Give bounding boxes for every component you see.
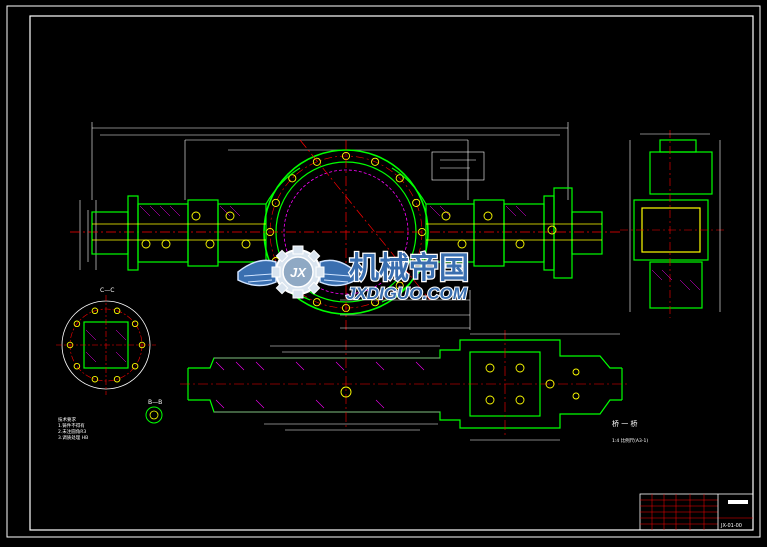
bolt-hole [395,174,404,183]
tech-note-2: 2.未注圆角R3 [58,428,86,435]
title-block: JX-01-00 [639,493,754,531]
tech-notes: 技术要求 1.铸件不得有 2.未注圆角R3 3.调质处理 HB [58,416,88,441]
center-lines [70,139,620,330]
section-a-note: 1:4 比例尺(A3-1) [612,437,648,444]
bolt-hole [73,362,81,370]
bolt-hole [371,157,380,166]
section-a-title: 桥 一 桥 [612,419,637,428]
watermark-cn-text: 机械帝国 [349,251,469,286]
bolt-hole [288,174,297,183]
bolt-hole [113,307,121,315]
section-c-view: C—C [56,287,156,395]
arm-hatching [139,205,527,217]
side-view [620,130,725,318]
logo-text: JX [290,265,307,280]
top-dimension-lines [79,122,569,270]
section-a-view: 桥 一 桥 1:4 比例尺(A3-1) [180,330,648,444]
section-c-holes [66,307,146,383]
bolt-hole [271,198,280,207]
bolt-hole [131,320,139,328]
bolt-hole [395,281,404,290]
bolt-hole [412,198,421,207]
tech-note-1: 1.铸件不得有 [58,422,85,429]
arm-holes [141,211,557,249]
drawing-number: JX-01-00 [720,523,742,529]
bolt-hole [113,375,121,383]
tech-note-0: 技术要求 [58,416,76,423]
axle-housing-front-view [70,122,620,330]
bolt-hole [412,257,421,266]
bolt-hole [91,375,99,383]
bolt-hole [73,320,81,328]
drawing-frame [6,5,761,538]
watermark: JX 机械帝国 JXDIGUO.COM [237,245,470,304]
tech-note-3: 3.调质处理 HB [58,434,88,441]
bolt-hole [131,362,139,370]
bolt-hole [371,298,380,307]
section-c-label: C—C [100,287,114,294]
detail-b-view: B—B [145,399,163,424]
bolt-hole [312,157,321,166]
detail-box [340,151,485,330]
bolt-hole [312,298,321,307]
gear-icon: JX [271,245,325,299]
section-b-label: B—B [148,399,162,406]
watermark-en-text: JXDIGUO.COM [346,284,468,303]
bolt-hole [91,307,99,315]
wings-emblem [237,259,357,287]
